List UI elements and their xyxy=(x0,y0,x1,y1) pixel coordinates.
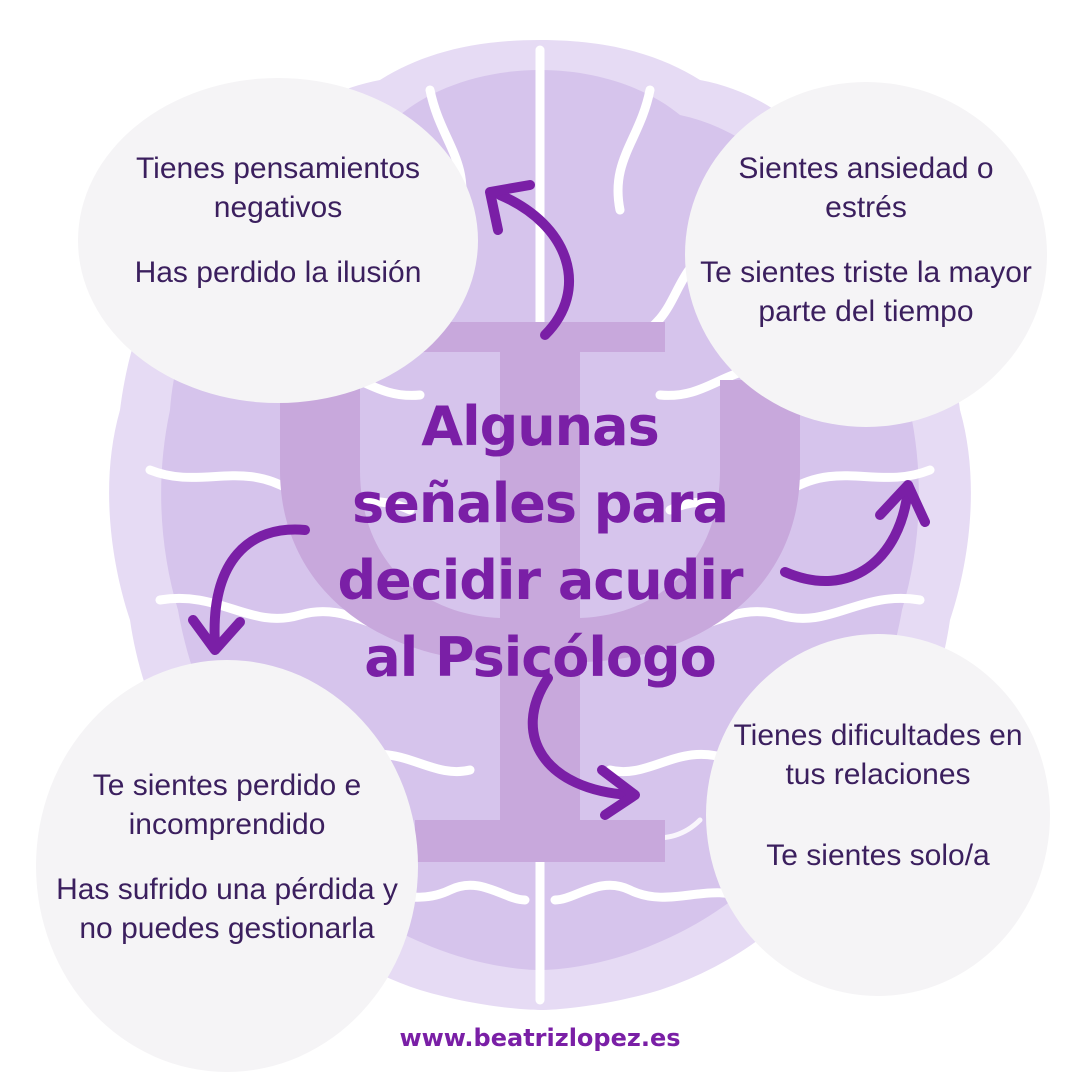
website-link[interactable]: www.beatrizlopez.es xyxy=(399,1024,681,1052)
title-line: Algunas xyxy=(421,395,659,458)
bubble-text: Has sufrido una pérdida y no puedes gest… xyxy=(56,873,398,945)
bubble-top-right: Sientes ansiedad o estrés Te sientes tri… xyxy=(685,82,1047,427)
bubble-bottom-right: Tienes dificultades en tus relaciones Te… xyxy=(706,634,1050,996)
bubble-text: Has perdido la ilusión xyxy=(134,256,422,289)
bubble-text: Te sientes solo/a xyxy=(766,838,990,872)
title-line: señales para xyxy=(352,472,729,535)
bubble-text: Sientes ansiedad o estrés xyxy=(738,151,994,224)
bubble-text: Te sientes perdido e incomprendido xyxy=(92,769,362,841)
bubble-text: Te sientes triste la mayor parte del tie… xyxy=(700,255,1032,328)
bubble-text: Tienes pensamientos negativos xyxy=(135,152,421,224)
bubble-bottom-left: Te sientes perdido e incomprendido Has s… xyxy=(36,660,418,1072)
bubble-top-left: Tienes pensamientos negativos Has perdid… xyxy=(78,78,478,403)
main-title: Algunas señales para decidir acudir al P… xyxy=(280,388,800,696)
title-line: decidir acudir xyxy=(337,549,743,612)
bubble-text: Tienes dificultades en tus relaciones xyxy=(733,718,1023,791)
title-line: al Psicólogo xyxy=(364,626,717,689)
